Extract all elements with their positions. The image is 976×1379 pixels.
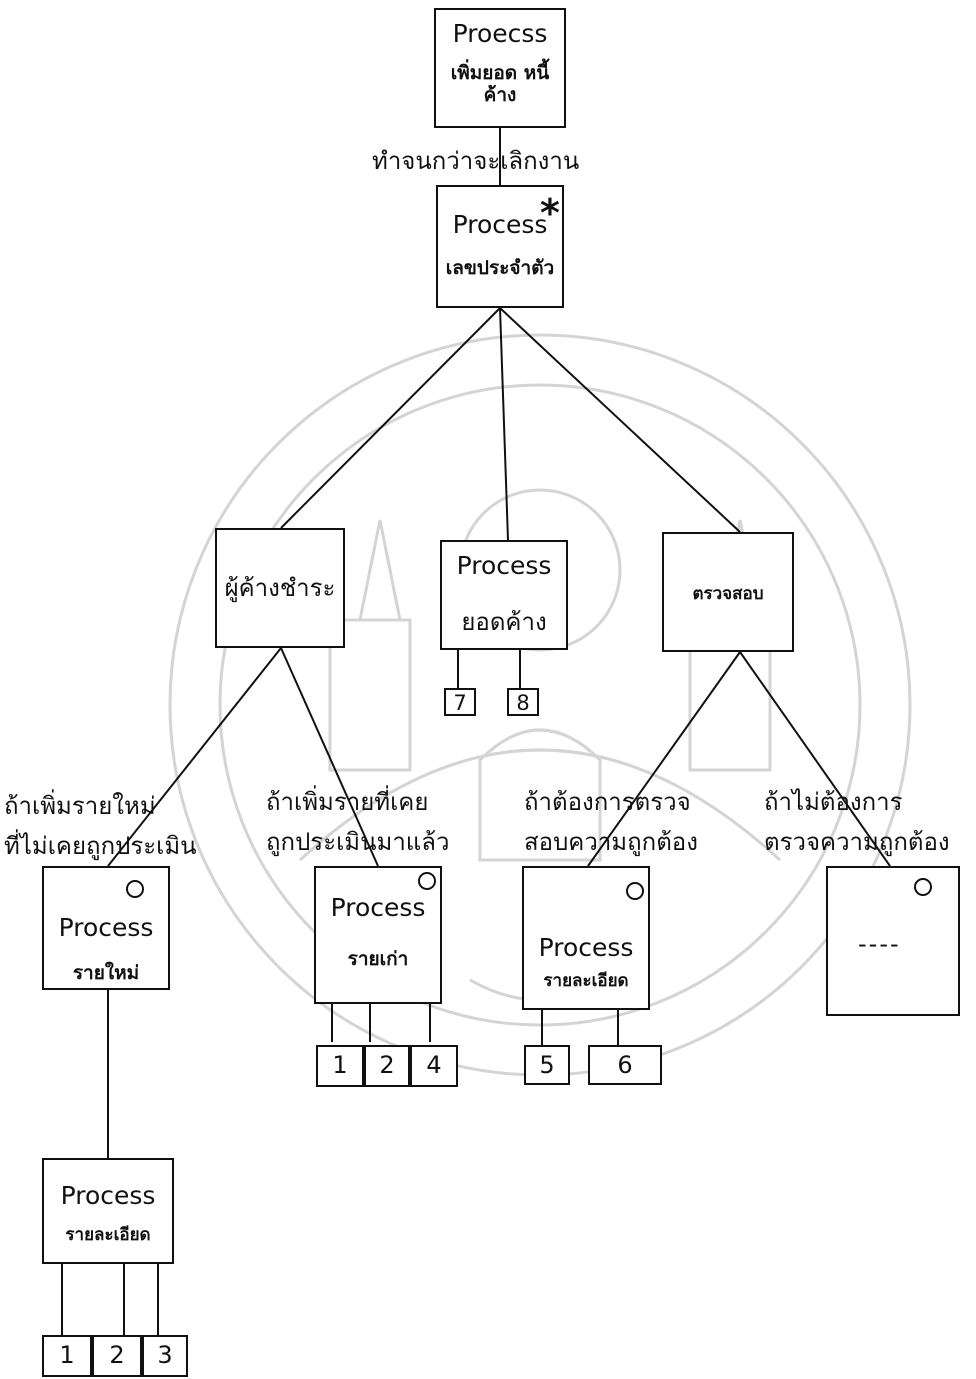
process-balance-title: Process [456, 551, 552, 580]
cond-old-line1: ถ้าเพิ่มรายที่เคย [266, 788, 429, 816]
cond-old-line2: ถูกประเมินมาแล้ว [266, 828, 450, 856]
old-leaf-4: 4 [410, 1045, 458, 1087]
balance-leaf-7: 7 [444, 688, 476, 716]
process-new-title: Process [58, 913, 154, 942]
process-detail-bottom-box: Process รายละเอียด [42, 1158, 174, 1264]
payer-box: ผู้ค้างชำระ [215, 528, 345, 648]
process-empty-text: ---- [858, 930, 901, 958]
process-id-box: Process เลขประจำตัว [436, 185, 564, 308]
edge-pay-old [280, 647, 379, 867]
cond-nocheck-line1: ถ้าไม่ต้องการ [764, 788, 903, 816]
process-new-sub: รายใหม่ [72, 962, 140, 984]
process-old-title: Process [330, 893, 426, 922]
iteration-marker: * [540, 191, 560, 235]
cond-check-line2: สอบความถูกต้อง [524, 828, 698, 856]
process-id-sub: เลขประจำตัว [445, 257, 555, 279]
process-detail-bottom-sub: รายละเอียด [65, 1225, 151, 1245]
balance-leaf-8: 8 [507, 688, 539, 716]
payer-title: ผู้ค้างชำระ [224, 574, 336, 602]
edge-main-balance [499, 307, 509, 541]
process-detail-sub: รายละเอียด [543, 971, 629, 991]
detail-leaf-6: 6 [588, 1045, 662, 1085]
edge-check-empty [739, 651, 891, 867]
process-old-sub: รายเก่า [347, 948, 409, 970]
selection-marker-icon [914, 878, 932, 896]
selection-marker-icon [418, 872, 436, 890]
edge-check-detail [587, 651, 741, 867]
process-detail-bottom-title: Process [60, 1181, 156, 1210]
bottom-leaf-1: 1 [42, 1335, 92, 1377]
old-leaf-1: 1 [316, 1045, 364, 1087]
process-empty-box [826, 866, 960, 1016]
edge-main-check [499, 307, 741, 533]
process-balance-sub: ยอดค้าง [461, 608, 547, 636]
loop-label: ทำจนกว่าจะเลิกงาน [372, 147, 580, 175]
cond-nocheck-line2: ตรวจความถูกต้อง [764, 828, 950, 856]
process-old-box: Process รายเก่า [314, 866, 442, 1004]
check-title: ตรวจสอบ [692, 584, 764, 604]
selection-marker-icon [626, 882, 644, 900]
edge-main-pay [280, 307, 501, 529]
bottom-leaf-3: 3 [142, 1335, 188, 1377]
process-add-debt-sub: เพิ่มยอด หนี้ค้าง [450, 62, 550, 106]
cond-new-line2: ที่ไม่เคยถูกประเมิน [4, 832, 197, 860]
process-balance-box: Process ยอดค้าง [440, 540, 568, 650]
process-add-debt-title: Proecss [452, 19, 548, 48]
cond-new-line1: ถ้าเพิ่มรายใหม่ [4, 792, 156, 820]
process-id-title: Process [452, 210, 548, 239]
check-box: ตรวจสอบ [662, 532, 794, 652]
detail-leaf-5: 5 [524, 1045, 570, 1085]
process-detail-title: Process [538, 933, 634, 962]
selection-marker-icon [126, 880, 144, 898]
process-new-box: Process รายใหม่ [42, 866, 170, 990]
bottom-leaf-2: 2 [92, 1335, 142, 1377]
edge-pay-new [107, 647, 282, 867]
process-add-debt-box: Proecss เพิ่มยอด หนี้ค้าง [434, 8, 566, 128]
old-leaf-2: 2 [364, 1045, 410, 1087]
cond-check-line1: ถ้าต้องการตรวจ [524, 788, 691, 816]
